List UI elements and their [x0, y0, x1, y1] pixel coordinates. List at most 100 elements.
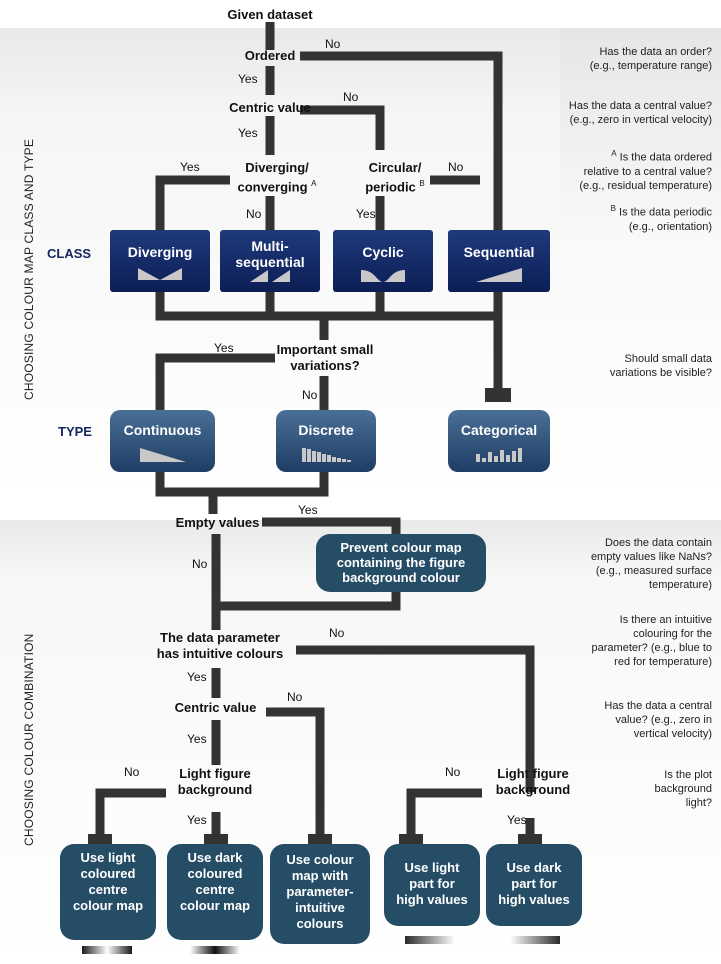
- node-intuitive-colours: The data parameter has intuitive colours: [140, 630, 300, 662]
- answer-no: No: [325, 37, 341, 51]
- answer-yes: Yes: [187, 813, 207, 827]
- superscript-b: B: [419, 179, 425, 188]
- result-parameter-intuitive: Use colour map with parameter- intuitive…: [270, 844, 370, 944]
- answer-yes: Yes: [238, 72, 258, 86]
- answer-no: No: [445, 765, 461, 779]
- prevent-line2: containing the figure: [336, 555, 466, 570]
- class-multi-line1: Multi-: [251, 238, 289, 254]
- q8-line3: vertical velocity): [633, 728, 712, 740]
- q6-line2: empty values like NaNs?: [590, 551, 712, 563]
- answer-yes: Yes: [238, 126, 258, 140]
- q4-superscript: B: [610, 204, 616, 213]
- r4-line3: high values: [396, 892, 468, 907]
- class-cyclic: Cyclic: [333, 230, 433, 292]
- node-diverging-converging: Diverging/ converging A: [222, 160, 332, 195]
- node-diverging-line2: converging: [237, 179, 308, 195]
- q9-line1: Is the plot: [664, 769, 712, 781]
- node-small-variations: Important small variations?: [255, 342, 395, 374]
- node-circular-periodic: Circular/ periodic B: [340, 160, 450, 195]
- q8-line1: Has the data a central: [604, 700, 712, 712]
- type-discrete-label: Discrete: [298, 422, 354, 438]
- question-periodic: B Is the data periodic (e.g., orientatio…: [540, 202, 712, 234]
- row-label-type: TYPE: [58, 424, 92, 439]
- q8-line2: value? (e.g., zero in: [615, 714, 712, 726]
- question-panel-top: [560, 28, 721, 248]
- class-multi-sequential: Multi- sequential: [220, 230, 320, 292]
- r1-line2: coloured: [80, 866, 136, 881]
- prevent-label: Prevent colour map containing the figure…: [316, 540, 486, 585]
- q3-line1: Is the data ordered: [619, 151, 712, 164]
- question-ordered-central: A Is the data ordered relative to a cent…: [540, 147, 712, 193]
- side-label-top: CHOOSING COLOUR MAP CLASS AND TYPE: [22, 138, 36, 400]
- q7-line3: parameter? (e.g., blue to: [591, 642, 712, 654]
- question-intuitive-colouring: Is there an intuitive colouring for the …: [540, 613, 712, 669]
- multi-sequential-icon: [250, 270, 290, 282]
- node-intuitive-line2: has intuitive colours: [156, 646, 284, 661]
- q7-line1: Is there an intuitive: [619, 614, 712, 626]
- node-empty-values: Empty values: [175, 515, 260, 530]
- node-centric-value-1: Centric value: [229, 100, 311, 115]
- question-central-value-2: Has the data a central value? (e.g., zer…: [540, 699, 712, 741]
- q3-line3: (e.g., residual temperature): [579, 179, 712, 192]
- node-intuitive-line1: The data parameter: [160, 630, 280, 645]
- answer-yes: Yes: [187, 670, 207, 684]
- r1-line4: colour map: [72, 898, 144, 913]
- discrete-icon: [302, 448, 351, 462]
- q9-line3: light?: [685, 797, 712, 809]
- r3-line3: parameter-: [286, 884, 354, 899]
- question-small-variations: Should small data variations be visible?: [540, 352, 712, 380]
- result-light-centre-map: Use light coloured centre colour map: [60, 844, 156, 940]
- q2-line2: (e.g., zero in vertical velocity): [569, 114, 712, 126]
- type-categorical-label: Categorical: [460, 422, 538, 438]
- answer-no: No: [124, 765, 140, 779]
- sequential-icon: [476, 268, 522, 282]
- prevent-line3: background colour: [342, 570, 460, 585]
- answer-no: No: [246, 207, 262, 221]
- answer-yes: Yes: [298, 503, 318, 517]
- node-light2-line1: Light figure: [497, 766, 569, 781]
- type-continuous: Continuous: [110, 410, 215, 472]
- type-continuous-label: Continuous: [123, 422, 202, 438]
- r3-line2: map with: [291, 868, 349, 883]
- answer-no: No: [343, 90, 359, 104]
- cyclic-icon: [361, 270, 405, 282]
- q1-line1: Has the data an order?: [599, 46, 712, 58]
- node-small-var-line2: variations?: [290, 358, 360, 373]
- q4-line2: (e.g., orientation): [628, 220, 712, 233]
- r2-line3: centre: [195, 882, 235, 897]
- continuous-icon: [140, 448, 186, 462]
- colourbar-light-centre: [82, 946, 132, 954]
- r5-line3: high values: [498, 892, 570, 907]
- result-light-high-values: Use light part for high values: [384, 844, 480, 926]
- result-dark-high-values: Use dark part for high values: [486, 844, 582, 926]
- prevent-line1: Prevent colour map: [340, 540, 462, 555]
- r2-line2: coloured: [187, 866, 243, 881]
- q6-line3: (e.g., measured surface: [595, 565, 712, 577]
- class-multi-label: Multi- sequential: [220, 238, 320, 270]
- row-label-class: CLASS: [47, 246, 92, 261]
- answer-yes: Yes: [507, 813, 527, 827]
- node-light1-line2: background: [177, 782, 253, 797]
- q7-line4: red for temperature): [614, 656, 712, 668]
- categorical-icon: [476, 448, 522, 462]
- answer-no: No: [448, 160, 464, 174]
- prevent-background-colour: Prevent colour map containing the figure…: [316, 534, 486, 592]
- node-centric-value-2: Centric value: [174, 700, 257, 715]
- question-light-background: Is the plot background light?: [600, 768, 713, 810]
- type-categorical: Categorical: [448, 410, 550, 472]
- q6-line1: Does the data contain: [604, 537, 712, 549]
- r4-line2: part for: [409, 876, 455, 891]
- q7-line2: colouring for the: [633, 628, 712, 640]
- question-empty-values: Does the data contain empty values like …: [540, 536, 712, 592]
- q6-line4: temperature): [649, 579, 712, 591]
- answer-no: No: [329, 626, 345, 640]
- r5-line2: part for: [511, 876, 557, 891]
- class-diverging-label: Diverging: [127, 244, 193, 260]
- answer-yes: Yes: [356, 207, 376, 221]
- class-multi-line2: sequential: [235, 254, 305, 270]
- q4-line1: Is the data periodic: [619, 206, 712, 219]
- r3-line1: Use colour: [286, 852, 354, 867]
- answer-no: No: [302, 388, 318, 402]
